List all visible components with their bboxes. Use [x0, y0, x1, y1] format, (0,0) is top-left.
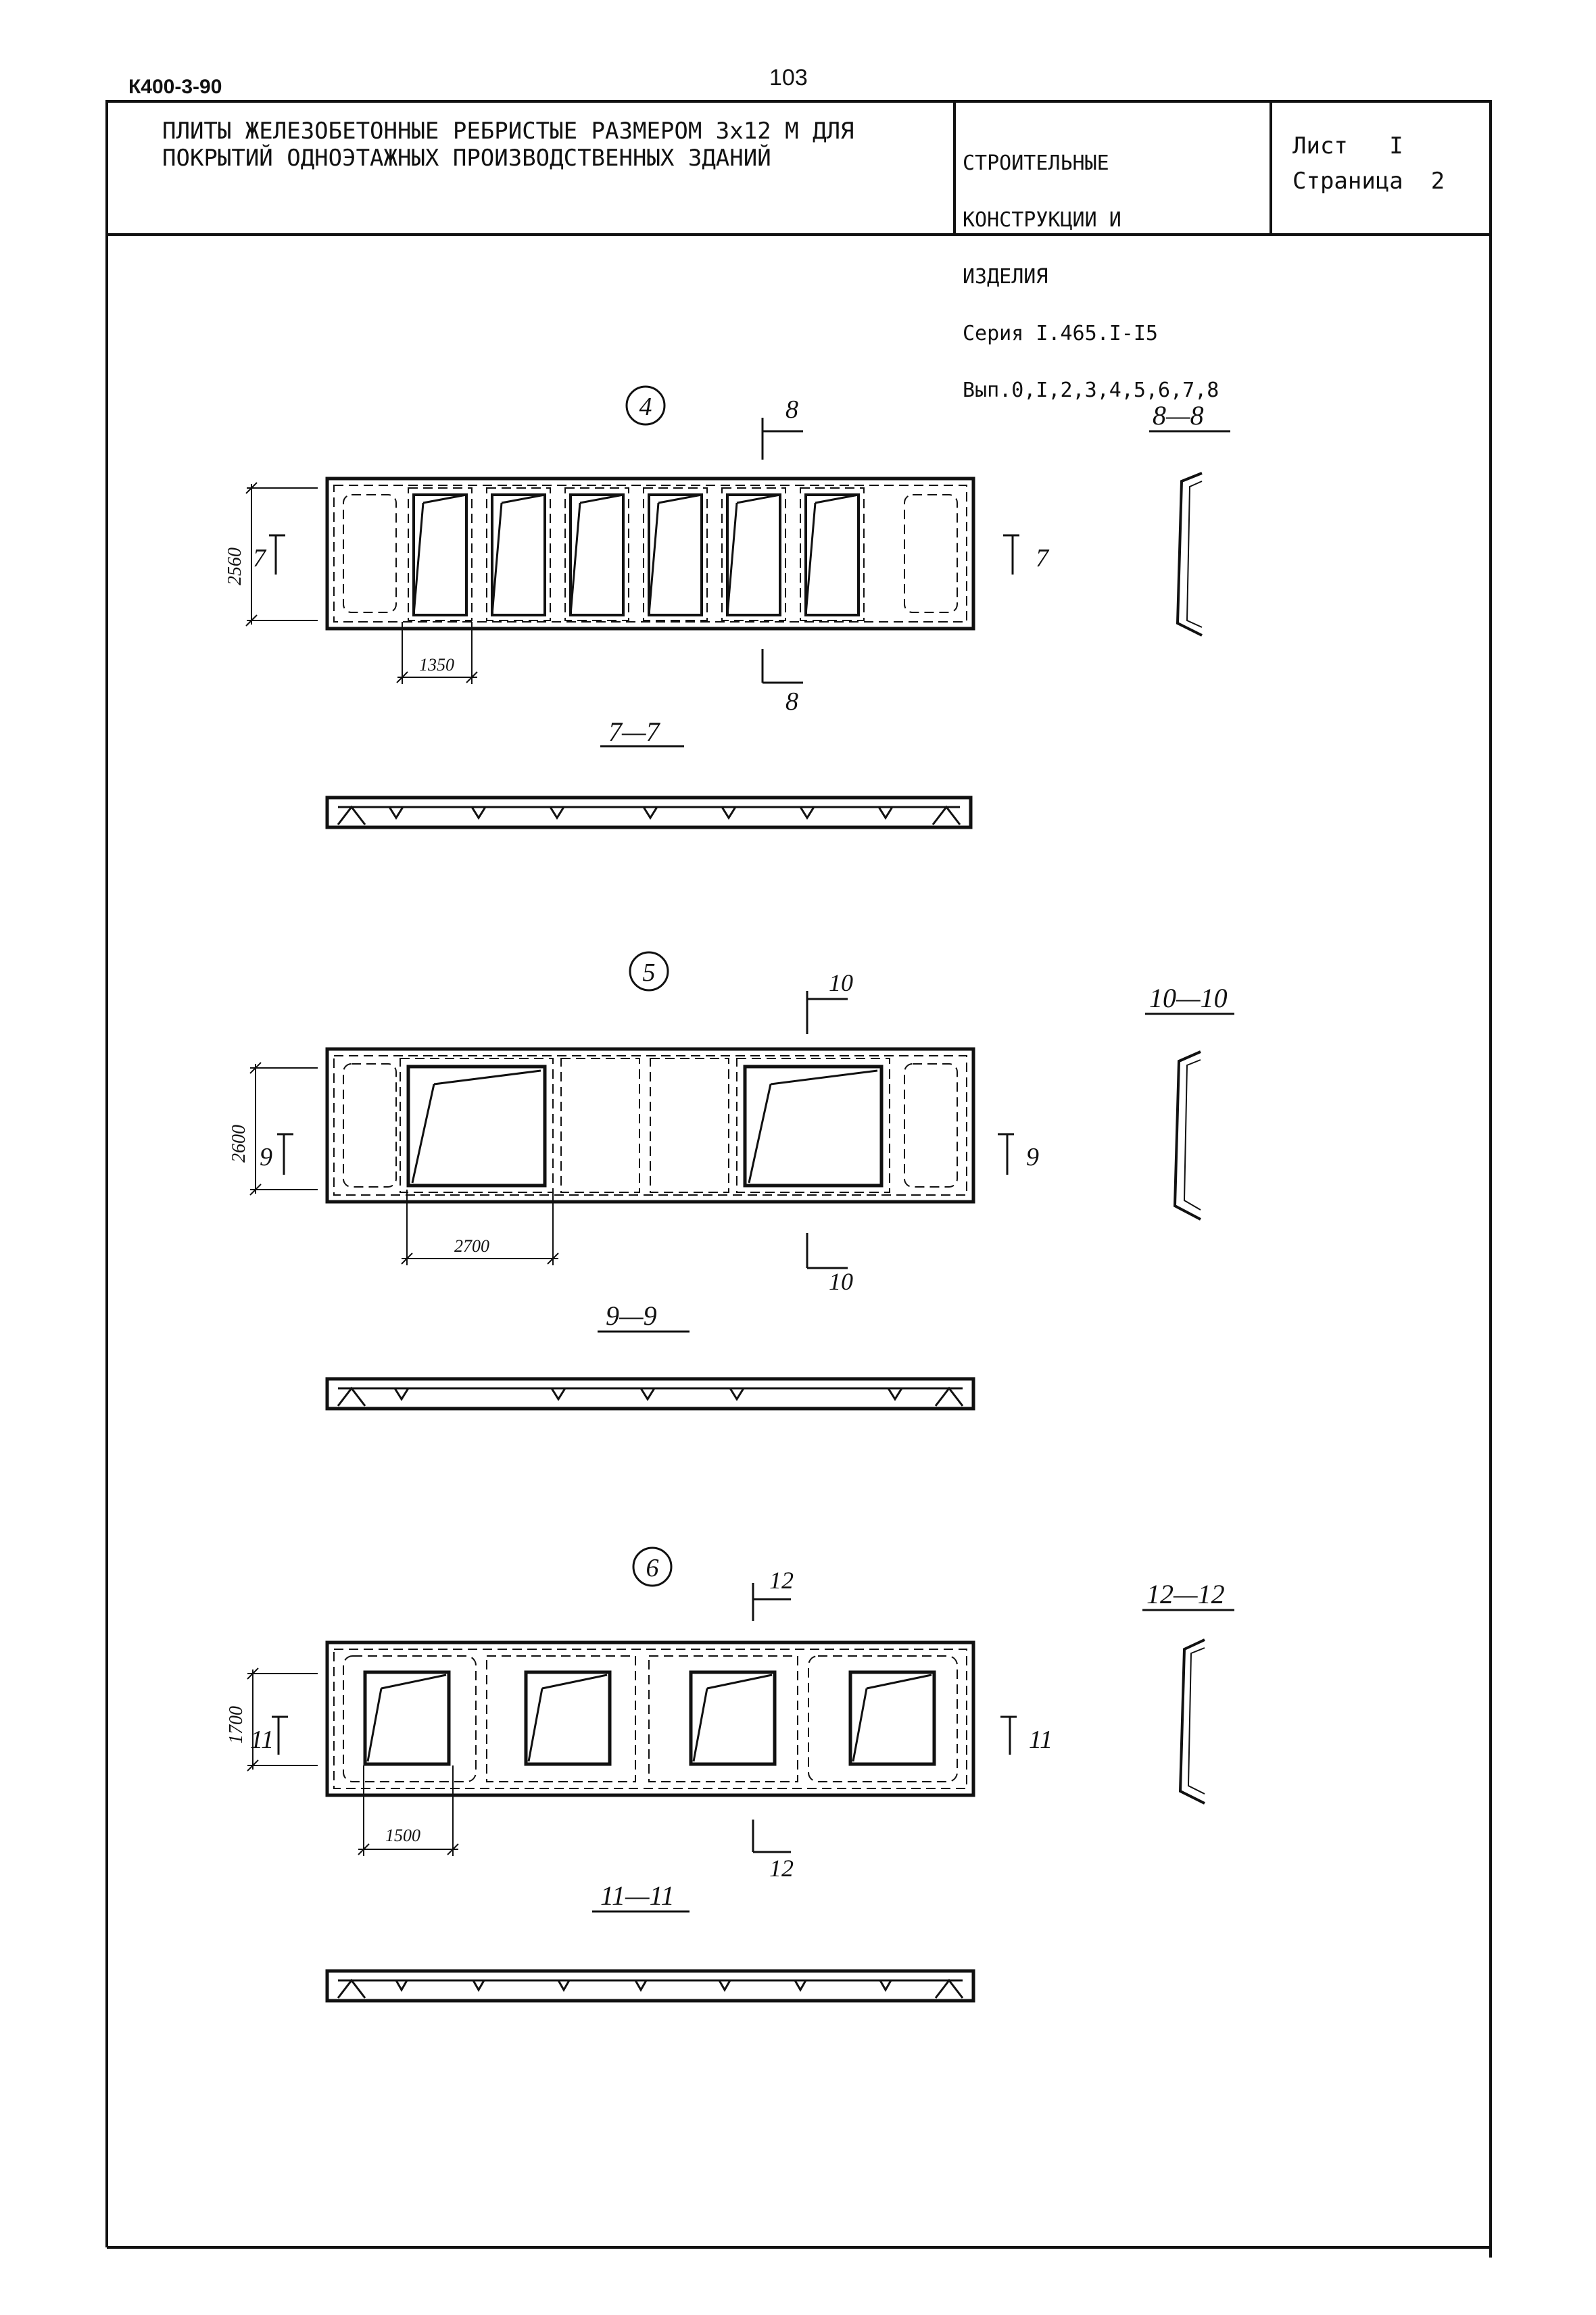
slab-inner-dashed	[333, 485, 967, 623]
section-mark-top: 8	[785, 395, 798, 424]
series-line: Серия I.465.I-I5	[963, 322, 1158, 345]
section-cut-8	[761, 418, 803, 684]
page-number: 103	[769, 65, 808, 91]
section-mark-right: 9	[1026, 1143, 1039, 1171]
slab-plan-outline	[325, 477, 975, 631]
slab-plan-outline	[325, 1047, 975, 1204]
section-cut-11	[272, 1715, 1017, 1755]
cross-section-title: 10—10	[1149, 983, 1228, 1013]
series-line: СТРОИТЕЛЬНЫЕ	[963, 151, 1109, 175]
cross-section-shape	[1178, 1638, 1205, 1805]
series-block: СТРОИТЕЛЬНЫЕ КОНСТРУКЦИИ И ИЗДЕЛИЯ Серия…	[963, 116, 1219, 419]
long-section-shape	[325, 1969, 975, 2003]
title-line-2: ПОКРЫТИЙ ОДНОЭТАЖНЫХ ПРОИЗВОДСТВЕННЫХ ЗД…	[162, 145, 771, 172]
cross-section-inner	[1187, 1647, 1205, 1795]
section-mark-top: 10	[829, 969, 853, 996]
section-mark-left: 11	[250, 1726, 274, 1754]
drawing-5: 5 2600	[228, 951, 1234, 1411]
opening-dimension-label: 1500	[385, 1826, 420, 1845]
cross-section-shape	[1173, 1050, 1201, 1221]
document-code: К400-3-90	[128, 76, 222, 98]
opening-diagonals	[366, 1674, 932, 1762]
section-cut-7	[269, 534, 1019, 575]
drawing-number-circle	[632, 1546, 673, 1587]
openings	[363, 1670, 936, 1766]
drawing-number: 6	[646, 1554, 659, 1582]
section-mark-top: 12	[769, 1567, 794, 1594]
series-line: КОНСТРУКЦИИ И	[963, 208, 1121, 232]
section-mark-bottom: 8	[785, 687, 798, 716]
page-info: Страница 2	[1292, 168, 1445, 195]
end-cell	[904, 494, 958, 613]
series-line: ИЗДЕЛИЯ	[963, 265, 1048, 289]
cross-section-title: 12—12	[1146, 1579, 1225, 1609]
drawing-number-circle	[629, 951, 669, 992]
width-dimension	[245, 482, 318, 627]
rib-cells	[343, 1655, 958, 1782]
page-frame	[105, 100, 1492, 2258]
openings	[400, 1058, 890, 1193]
width-dimension	[249, 1062, 318, 1196]
long-section-shape	[325, 796, 973, 829]
section-mark-left: 9	[260, 1143, 272, 1171]
cross-section-title: 8—8	[1153, 400, 1204, 431]
slab-inner-dashed	[333, 1055, 967, 1196]
section-mark-bottom: 10	[829, 1268, 853, 1295]
cross-section-shape	[1176, 472, 1203, 637]
slab-plan-outline	[325, 1640, 975, 1797]
title-line-1: ПЛИТЫ ЖЕЛЕЗОБЕТОННЫЕ РЕБРИСТЫЕ РАЗМЕРОМ …	[162, 118, 854, 145]
long-section-title: 11—11	[600, 1880, 675, 1911]
drawing-number-circle	[625, 385, 666, 426]
long-section-shape	[325, 1377, 975, 1411]
section-cut-9	[277, 1133, 1014, 1175]
drawing-4: 4	[224, 385, 1230, 829]
opening-dimension-label: 2700	[454, 1236, 489, 1256]
width-dimension-label: 2600	[228, 1125, 249, 1163]
sheet-number: Лист I	[1292, 132, 1403, 160]
series-line: Вып.0,I,2,3,4,5,6,7,8	[963, 379, 1219, 402]
opening-dimension	[396, 622, 478, 684]
opening-dimension	[358, 1765, 459, 1856]
section-mark-right: 7	[1036, 544, 1050, 572]
cross-section-inner	[1183, 1059, 1201, 1211]
openings	[408, 487, 865, 621]
section-mark-right: 11	[1029, 1726, 1053, 1754]
width-dimension	[247, 1667, 318, 1772]
width-dimension-label: 1700	[226, 1706, 247, 1744]
drawing-number: 5	[643, 958, 656, 987]
width-dimension-label: 2560	[224, 547, 245, 585]
opening-dimension-label: 1350	[419, 655, 454, 675]
end-cell	[343, 494, 397, 613]
drawing-number: 4	[639, 393, 652, 421]
section-cut-10	[806, 991, 848, 1269]
section-mark-bottom: 12	[769, 1855, 794, 1882]
opening-dimension	[401, 1190, 559, 1265]
long-section-title: 9—9	[606, 1300, 657, 1331]
section-cut-12	[752, 1583, 791, 1853]
cross-section-inner	[1186, 481, 1203, 628]
slab-inner-dashed	[333, 1649, 967, 1789]
drawing-6: 6 1700	[226, 1546, 1234, 2003]
section-mark-left: 7	[253, 544, 267, 572]
end-cells	[343, 1058, 958, 1193]
long-section-title: 7—7	[608, 716, 661, 747]
